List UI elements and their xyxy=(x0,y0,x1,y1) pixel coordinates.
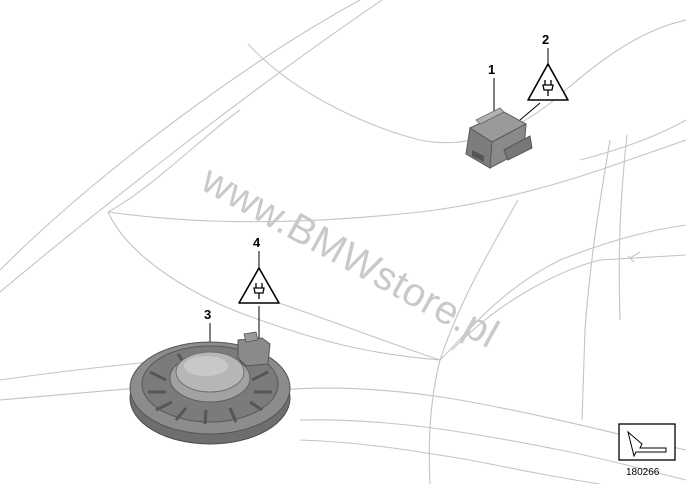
diagram-number: 180266 xyxy=(626,467,660,478)
electrical-plug-warning-icon xyxy=(527,63,569,101)
control-module-part xyxy=(465,107,533,169)
leader-lines xyxy=(209,48,549,352)
callout-4: 4 xyxy=(253,235,261,250)
callout-1: 1 xyxy=(488,62,496,77)
electrical-plug-warning-icon xyxy=(238,267,280,304)
callout-2: 2 xyxy=(542,32,550,47)
navigation-arrow-icon xyxy=(618,423,676,461)
callout-3: 3 xyxy=(204,307,212,322)
speaker-part xyxy=(129,331,291,445)
